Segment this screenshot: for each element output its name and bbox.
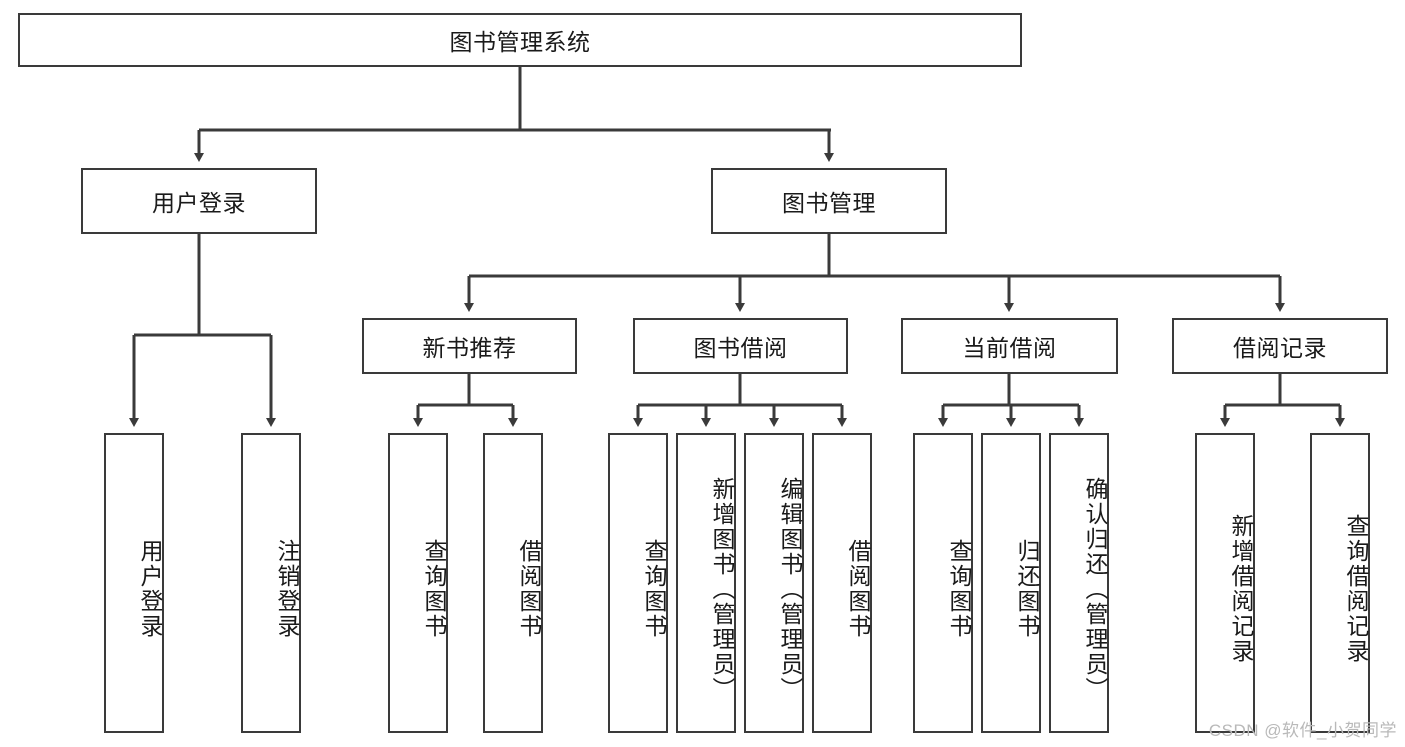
leaf-query-book-recommend[interactable]: 查询图书: [388, 433, 448, 733]
leaf-user-logout-label: 注销登录: [274, 539, 300, 639]
node-book-borrow[interactable]: 图书借阅: [633, 318, 848, 374]
node-user-login[interactable]: 用户登录: [81, 168, 317, 234]
leaf-user-login-label: 用户登录: [137, 539, 163, 639]
node-current-borrow-label: 当前借阅: [962, 335, 1057, 361]
node-user-login-label: 用户登录: [152, 190, 246, 216]
leaf-edit-book-admin-label: 编辑图书（管理员）: [777, 476, 803, 702]
leaf-add-borrow-record[interactable]: 新增借阅记录: [1195, 433, 1255, 733]
leaf-query-book-current-label: 查询图书: [946, 539, 972, 639]
node-book-borrow-label: 图书借阅: [693, 335, 788, 361]
leaf-edit-book-admin[interactable]: 编辑图书（管理员）: [744, 433, 804, 733]
leaf-query-borrow-record[interactable]: 查询借阅记录: [1310, 433, 1370, 733]
leaf-query-book-recommend-label: 查询图书: [421, 539, 447, 639]
leaf-return-book-label: 归还图书: [1014, 539, 1040, 639]
node-borrow-record[interactable]: 借阅记录: [1172, 318, 1388, 374]
leaf-user-login[interactable]: 用户登录: [104, 433, 164, 733]
leaf-add-book-admin[interactable]: 新增图书（管理员）: [676, 433, 736, 733]
leaf-confirm-return-admin[interactable]: 确认归还（管理员）: [1049, 433, 1109, 733]
leaf-query-book-borrow[interactable]: 查询图书: [608, 433, 668, 733]
node-root-label: 图书管理系统: [449, 29, 591, 55]
node-root[interactable]: 图书管理系统: [18, 13, 1022, 67]
leaf-add-borrow-record-label: 新增借阅记录: [1228, 514, 1254, 664]
node-new-book-recommend-label: 新书推荐: [422, 335, 517, 361]
leaf-add-book-admin-label: 新增图书（管理员）: [709, 476, 735, 702]
node-book-management-label: 图书管理: [782, 190, 876, 216]
leaf-query-book-borrow-label: 查询图书: [641, 539, 667, 639]
leaf-confirm-return-admin-label: 确认归还（管理员）: [1082, 476, 1108, 702]
leaf-user-logout[interactable]: 注销登录: [241, 433, 301, 733]
leaf-query-book-current[interactable]: 查询图书: [913, 433, 973, 733]
node-borrow-record-label: 借阅记录: [1233, 335, 1327, 361]
leaf-borrow-book-recommend-label: 借阅图书: [516, 539, 542, 639]
node-current-borrow[interactable]: 当前借阅: [901, 318, 1118, 374]
node-book-management[interactable]: 图书管理: [711, 168, 947, 234]
leaf-borrow-book-label: 借阅图书: [845, 539, 871, 639]
node-new-book-recommend[interactable]: 新书推荐: [362, 318, 577, 374]
leaf-borrow-book[interactable]: 借阅图书: [812, 433, 872, 733]
csdn-watermark: CSDN @软件_小贺同学: [1208, 721, 1397, 740]
leaf-query-borrow-record-label: 查询借阅记录: [1343, 514, 1369, 664]
leaf-return-book[interactable]: 归还图书: [981, 433, 1041, 733]
leaf-borrow-book-recommend[interactable]: 借阅图书: [483, 433, 543, 733]
